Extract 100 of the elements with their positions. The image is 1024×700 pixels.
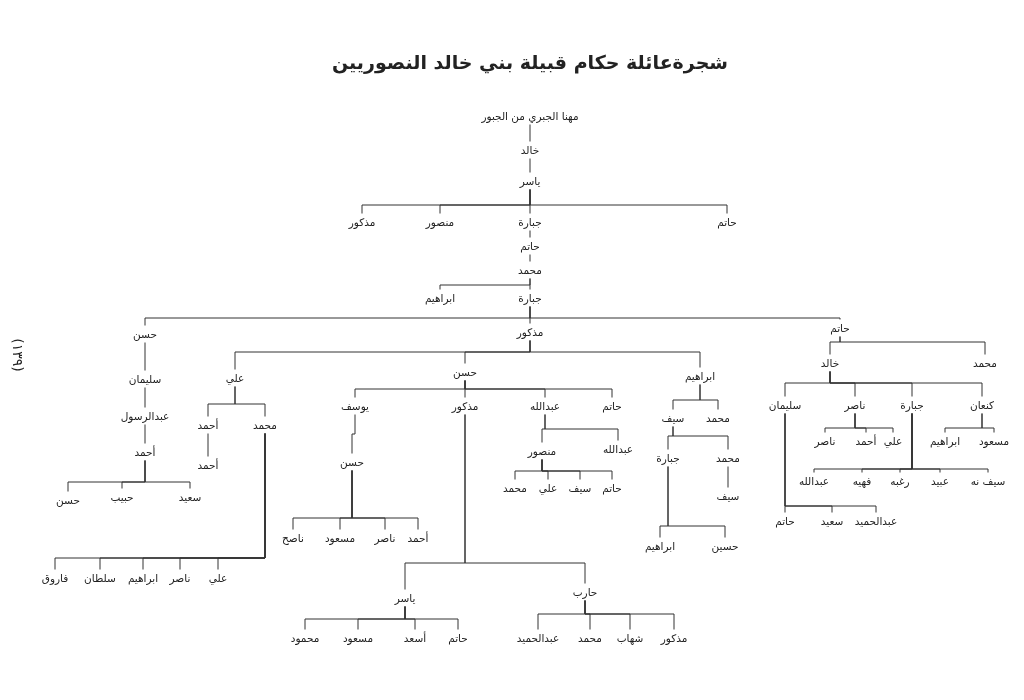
- person-name: ناصر: [373, 529, 397, 547]
- person-name: مسعود: [323, 529, 357, 547]
- tree-connector: [292, 470, 353, 530]
- person-name: مسعود: [977, 432, 1011, 450]
- tree-connector: [54, 433, 266, 570]
- person-name: خالد: [819, 354, 841, 372]
- person-name: حسين: [710, 537, 740, 555]
- tree-connector: [537, 600, 586, 630]
- person-name: علي: [882, 432, 904, 450]
- tree-connector: [144, 342, 146, 371]
- person-name: كنعان: [968, 396, 996, 414]
- tree-connector: [529, 340, 701, 368]
- person-name: ابراهيم: [683, 367, 717, 385]
- person-name: حسن: [452, 363, 478, 381]
- tree-connector: [304, 606, 406, 630]
- person-name: علي: [207, 569, 229, 587]
- person-name: ابراهيم: [643, 537, 677, 555]
- person-name: أسعد: [402, 629, 428, 647]
- person-name: رغبه: [889, 472, 911, 490]
- tree-connector: [207, 433, 209, 457]
- person-name: ناصر: [813, 432, 837, 450]
- person-name: محمد: [577, 629, 603, 647]
- person-name: ناصر: [168, 569, 192, 587]
- person-name: حارب: [571, 583, 599, 601]
- tree-connector: [529, 306, 841, 320]
- tree-connector: [699, 384, 719, 410]
- person-name: عبدالرسول: [119, 407, 171, 425]
- person-name: أحمد: [133, 443, 157, 461]
- person-name: حاتم: [601, 397, 623, 415]
- tree-connector: [529, 189, 728, 214]
- person-name: ياسر: [393, 589, 417, 607]
- person-name: محمد: [502, 479, 528, 497]
- tree-connector: [464, 414, 586, 584]
- person-name: مذكور: [450, 397, 480, 415]
- tree-connector: [672, 426, 729, 450]
- person-name: سعيد: [819, 512, 845, 530]
- person-name: فاروق: [40, 569, 70, 587]
- person-name: سيف: [660, 409, 686, 427]
- tree-connector: [727, 466, 729, 488]
- person-name: محمد: [252, 416, 278, 434]
- person-name: مذكور: [347, 213, 377, 231]
- person-name: حبيب: [109, 488, 135, 506]
- person-name: أحمد: [196, 456, 220, 474]
- person-name: خالد: [519, 141, 541, 159]
- person-name: حسن: [339, 453, 365, 471]
- person-name: سليمان: [127, 370, 163, 388]
- person-name: ابراهيم: [928, 432, 962, 450]
- person-name: ابراهيم: [423, 289, 457, 307]
- person-name: جبارة: [899, 396, 925, 414]
- person-name: ابراهيم: [126, 569, 160, 587]
- person-name: سيف نه: [969, 472, 1007, 490]
- tree-connector: [529, 254, 531, 262]
- person-name: منصور: [424, 213, 456, 231]
- tree-connector: [234, 386, 266, 417]
- person-name: منصور: [526, 442, 558, 460]
- person-name: سيف: [567, 479, 593, 497]
- person-name: حاتم: [601, 479, 623, 497]
- tree-connector: [144, 424, 146, 444]
- person-name: حاتم: [447, 629, 469, 647]
- person-name: سليمان: [767, 396, 803, 414]
- person-name: محمد: [705, 409, 731, 427]
- person-name: جبارة: [517, 289, 543, 307]
- person-name: جبارة: [655, 449, 681, 467]
- person-name: سيف: [715, 487, 741, 505]
- person-name: محمد: [972, 354, 998, 372]
- person-name: ناصر: [843, 396, 867, 414]
- tree-connector: [824, 413, 856, 433]
- tree-connector: [829, 371, 983, 397]
- tree-connector: [351, 414, 356, 454]
- person-name: شهاب: [615, 629, 645, 647]
- person-name: مذكور: [659, 629, 689, 647]
- person-name: حاتم: [829, 319, 851, 337]
- person-name: عبدالحميد: [853, 512, 899, 530]
- person-name: حسن: [55, 491, 81, 509]
- person-name: يوسف: [340, 397, 370, 415]
- person-name: مهنا الجبري من الجبور: [480, 107, 580, 125]
- tree-connector: [544, 414, 619, 441]
- tree-connector: [784, 413, 877, 513]
- person-name: فهيه: [851, 472, 873, 490]
- tree-connector: [529, 230, 531, 238]
- person-name: ناصح: [281, 529, 305, 547]
- person-name: حاتم: [774, 512, 796, 530]
- person-name: أحمد: [854, 432, 878, 450]
- tree-connector: [813, 413, 913, 473]
- person-name: محمود: [289, 629, 321, 647]
- person-name: عبيد: [929, 472, 951, 490]
- person-name: أحمد: [196, 416, 220, 434]
- tree-connector: [944, 413, 983, 433]
- person-name: عبدالله: [797, 472, 831, 490]
- person-name: سعيد: [177, 488, 203, 506]
- person-name: مذكور: [515, 323, 545, 341]
- tree-connector: [67, 460, 146, 492]
- person-name: مسعود: [341, 629, 375, 647]
- tree-connector: [667, 466, 726, 538]
- page-number: (١٣٩): [10, 338, 26, 372]
- person-name: حاتم: [716, 213, 738, 231]
- person-name: حسن: [132, 325, 158, 343]
- tree-connector: [144, 387, 146, 408]
- title: شجرةعائلة حكام قبيلة بني خالد النصوريين: [331, 51, 729, 73]
- person-name: حاتم: [519, 237, 541, 255]
